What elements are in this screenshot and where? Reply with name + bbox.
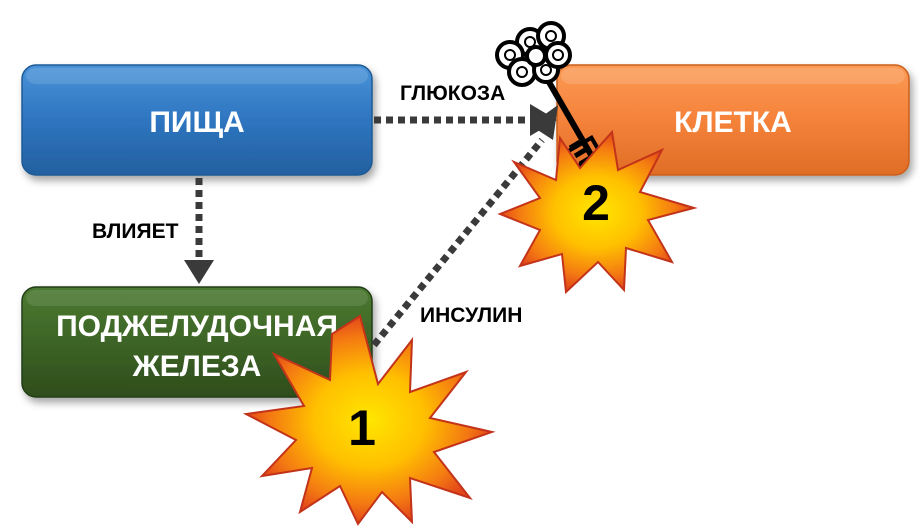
arrowhead <box>530 105 558 140</box>
badge-1-number: 1 <box>348 400 376 456</box>
badge-1: 1 <box>242 314 496 526</box>
badge-2-number: 2 <box>582 175 610 231</box>
pancreas-label-line2: ЖЕЛЕЗА <box>132 350 262 383</box>
glucose-label: ГЛЮКОЗА <box>400 82 505 105</box>
food-node: ПИЩА <box>21 64 373 176</box>
explosion-icon <box>242 314 496 526</box>
pancreas-label-line1: ПОДЖЕЛУДОЧНАЯ <box>56 310 338 343</box>
badge-2: 2 <box>497 129 698 295</box>
food-label: ПИЩА <box>149 106 244 139</box>
explosion-icon <box>497 129 698 295</box>
edge-food-to-cell: ГЛЮКОЗА <box>374 82 557 136</box>
cell-node: КЛЕТКА <box>556 64 910 176</box>
arrowhead <box>184 260 214 284</box>
insulin-label: ИНСУЛИН <box>420 304 522 327</box>
cell-label: КЛЕТКА <box>674 106 792 139</box>
affects-label: ВЛИЯЕТ <box>92 220 179 243</box>
edge-pancreas-to-cell: ИНСУЛИН <box>371 105 558 348</box>
edge-food-to-pancreas: ВЛИЯЕТ <box>92 178 214 284</box>
key-icon <box>495 21 604 172</box>
